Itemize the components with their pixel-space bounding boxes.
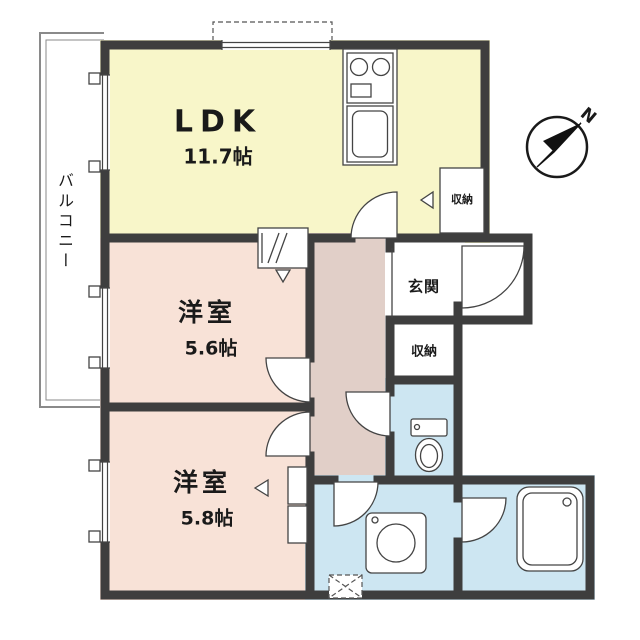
meter-box-dashed [328, 574, 363, 599]
kitchen-counter [342, 48, 398, 166]
toilet-icon [410, 418, 448, 473]
entrance-area [385, 238, 465, 322]
bathtub-icon [516, 486, 584, 572]
windows [88, 40, 331, 543]
closet-icon [253, 466, 308, 544]
room-size-ldk: 11.7帖 [183, 144, 253, 169]
door-direction-triangle [253, 478, 269, 498]
hallway-area [305, 233, 395, 485]
room-size-western2: 5.8帖 [180, 507, 234, 530]
door-swings [265, 191, 525, 543]
closet-icon [257, 227, 309, 284]
room-label-western2: 洋室 [172, 468, 232, 497]
window-icon [88, 72, 110, 173]
window-icon [221, 40, 331, 50]
room-ldk-area [100, 40, 490, 243]
door-swing-icon [265, 357, 311, 403]
door-direction-triangle [419, 190, 434, 210]
closet-icon [419, 167, 485, 234]
ldk-storage-label: 収納 [451, 193, 473, 206]
balcony-label: バルコニー [55, 172, 74, 272]
window-icon [88, 459, 110, 543]
door-direction-triangle [274, 269, 292, 284]
room-label-ldk: LDK [173, 104, 263, 140]
room-size-western1: 5.6帖 [184, 337, 238, 360]
door-swing-icon [333, 481, 379, 527]
balcony-railing [39, 32, 104, 408]
compass-icon [525, 115, 589, 179]
entrance-door-swing-icon [461, 245, 525, 309]
overhang-dashed-outline [212, 21, 333, 41]
stove-icon [346, 52, 394, 104]
hall-storage-area [385, 320, 462, 382]
door-swing-icon [350, 191, 398, 239]
door-swing-icon [265, 411, 311, 457]
room-label-western1: 洋室 [177, 298, 237, 327]
window-icon [88, 285, 110, 369]
sink-icon [346, 105, 394, 163]
hall-storage-label: 収納 [410, 344, 438, 360]
entrance-label: 玄関 [407, 277, 441, 296]
closets [253, 167, 485, 544]
washing-machine-icon [365, 512, 427, 574]
door-swing-icon [345, 391, 391, 437]
door-swing-icon [461, 497, 507, 543]
